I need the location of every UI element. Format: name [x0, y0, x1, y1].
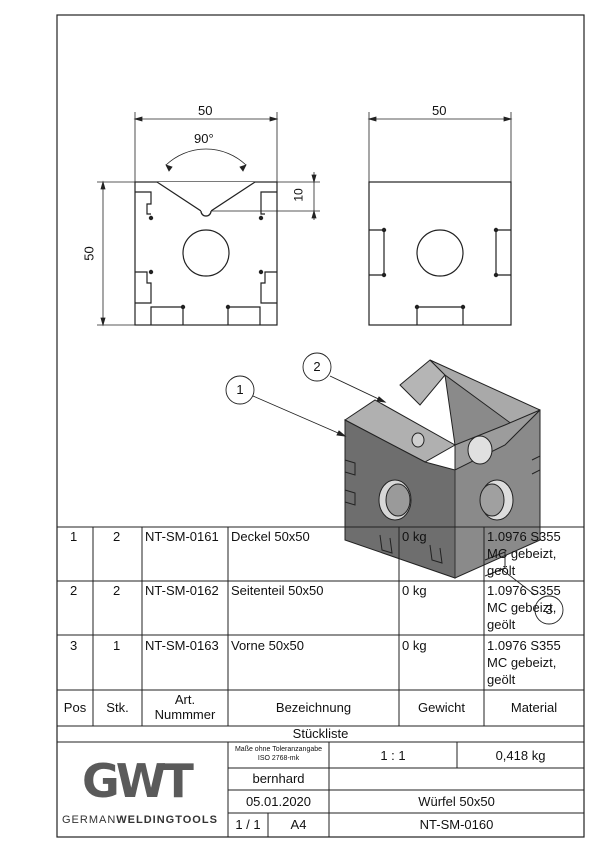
row3-pos: 3 [70, 638, 78, 653]
parts-list-grid [57, 526, 584, 743]
row1-pos: 1 [70, 529, 78, 544]
front-dimensions [97, 112, 320, 327]
header-weight: Gewicht [418, 700, 465, 715]
date: 05.01.2020 [245, 794, 312, 809]
row2-pos: 2 [70, 583, 78, 598]
title-block-grid [227, 742, 584, 837]
row3-weight: 0 kg [402, 638, 427, 653]
row3-material-2: MC gebeizt, [487, 655, 557, 670]
balloon-2: 2 [313, 359, 321, 374]
header-pos: Pos [63, 700, 87, 715]
balloons [225, 352, 564, 625]
row1-name: Deckel 50x50 [231, 529, 310, 544]
drawing-number: NT-SM-0160 [419, 817, 494, 832]
parts-list-title: Stückliste [292, 726, 349, 741]
row3-material-1: 1.0976 S355 [487, 638, 561, 653]
company-name-part2: WELDINGTOOLS [116, 814, 218, 826]
dim-front-height: 50 [81, 246, 97, 261]
row2-material-1: 1.0976 S355 [487, 583, 561, 598]
row2-art: NT-SM-0162 [145, 583, 219, 598]
row1-qty: 2 [113, 529, 121, 544]
row3-qty: 1 [113, 638, 121, 653]
scale: 1 : 1 [380, 748, 406, 763]
side-dimensions [367, 112, 513, 182]
sheet-number: 1 / 1 [235, 817, 261, 832]
tolerance-note-1: Maße ohne Toleranzangabe [234, 746, 323, 753]
drawing-title: Würfel 50x50 [418, 794, 495, 809]
dim-angle: 90° [194, 131, 214, 146]
row1-art: NT-SM-0161 [145, 529, 219, 544]
row1-material-3: geölt [487, 563, 516, 578]
balloon-1: 1 [236, 382, 244, 397]
header-qty: Stk. [106, 700, 129, 715]
row2-name: Seitenteil 50x50 [231, 583, 324, 598]
row3-name: Vorne 50x50 [231, 638, 305, 653]
row3-art: NT-SM-0163 [145, 638, 219, 653]
row3-material-3: geölt [487, 672, 516, 687]
author: bernhard [252, 771, 305, 786]
company-name: GERMANWELDINGTOOLS [62, 814, 228, 826]
row1-material-1: 1.0976 S355 [487, 529, 561, 544]
company-logo: GWT [82, 754, 194, 808]
front-view [134, 181, 278, 326]
dim-front-width: 50 [198, 103, 213, 118]
header-material: Material [510, 700, 558, 715]
header-name: Bezeichnung [275, 700, 352, 715]
side-view [368, 181, 512, 326]
row1-weight: 0 kg [402, 529, 427, 544]
row2-material-3: geölt [487, 617, 516, 632]
row2-weight: 0 kg [402, 583, 427, 598]
dim-side-width: 50 [432, 103, 447, 118]
paper-format: A4 [290, 817, 307, 832]
tolerance-note-2: ISO 2768-mk [257, 755, 300, 762]
dim-notch-depth: 10 [291, 188, 306, 202]
frame-border [56, 14, 585, 838]
row2-qty: 2 [113, 583, 121, 598]
balloon-3: 3 [545, 602, 553, 617]
row1-material-2: MC gebeizt, [487, 546, 557, 561]
company-name-part1: GERMAN [62, 814, 117, 826]
total-weight: 0,418 kg [495, 748, 546, 763]
header-art: Art. Nummmer [154, 692, 216, 722]
row2-material-2: MC gebeizt, [487, 600, 557, 615]
